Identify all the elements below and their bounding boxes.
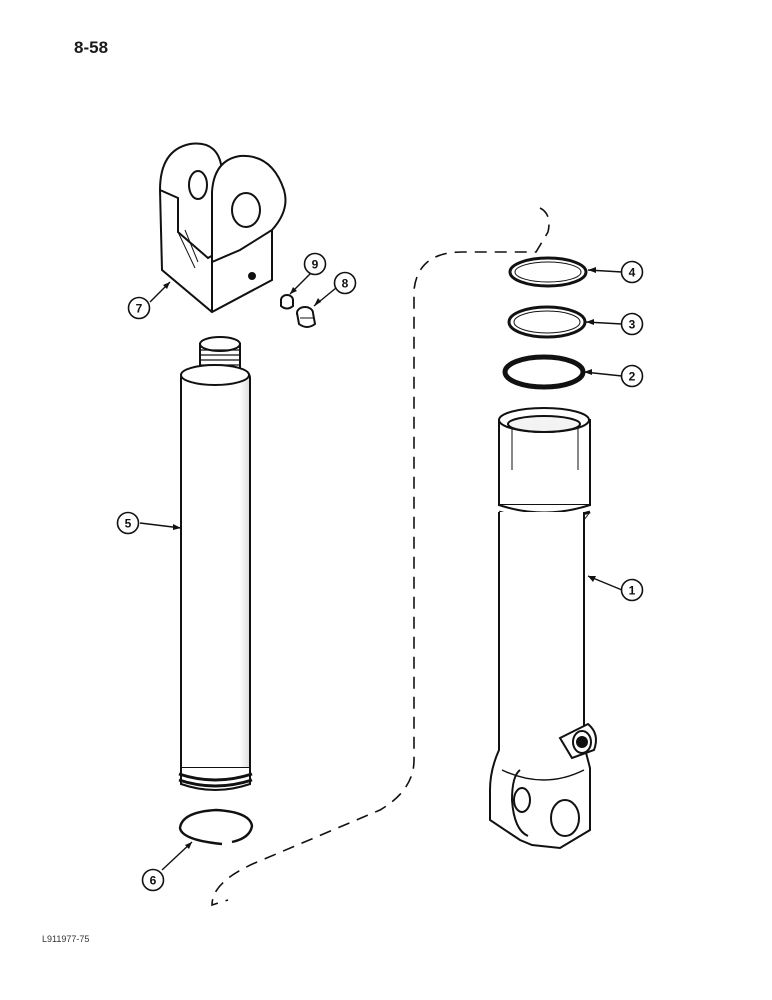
page-number: 8-58 (74, 38, 109, 57)
callout-7-label: 7 (136, 302, 143, 316)
callout-7: 7 (127, 296, 151, 320)
leader-arrows (163, 267, 596, 849)
callout-9: 9 (303, 252, 327, 276)
clevis-block (158, 142, 287, 314)
callout-3: 3 (620, 312, 644, 336)
cylinder-barrel (489, 407, 597, 850)
callout-4: 4 (620, 260, 644, 284)
grease-fitting-9 (280, 294, 294, 310)
callout-2: 2 (620, 364, 644, 388)
assembly-dashed-line (211, 207, 550, 907)
callout-5: 5 (116, 511, 140, 535)
snap-ring (178, 808, 254, 846)
figure-code: L911977-75 (42, 934, 90, 944)
ring-3 (507, 305, 587, 339)
callout-4-label: 4 (629, 266, 636, 280)
callout-6-label: 6 (150, 874, 157, 888)
callout-8: 8 (333, 271, 357, 295)
callout-1: 1 (620, 578, 644, 602)
callout-5-label: 5 (125, 517, 132, 531)
callout-8-label: 8 (342, 277, 349, 291)
ring-4 (508, 256, 588, 288)
piston-rod (178, 336, 253, 791)
callout-1-label: 1 (629, 584, 636, 598)
callout-3-label: 3 (629, 318, 636, 332)
callout-2-label: 2 (629, 370, 636, 384)
o-ring-2 (502, 354, 586, 390)
callout-6: 6 (141, 868, 165, 892)
grease-fitting-8 (296, 306, 317, 328)
callout-9-label: 9 (312, 258, 319, 272)
